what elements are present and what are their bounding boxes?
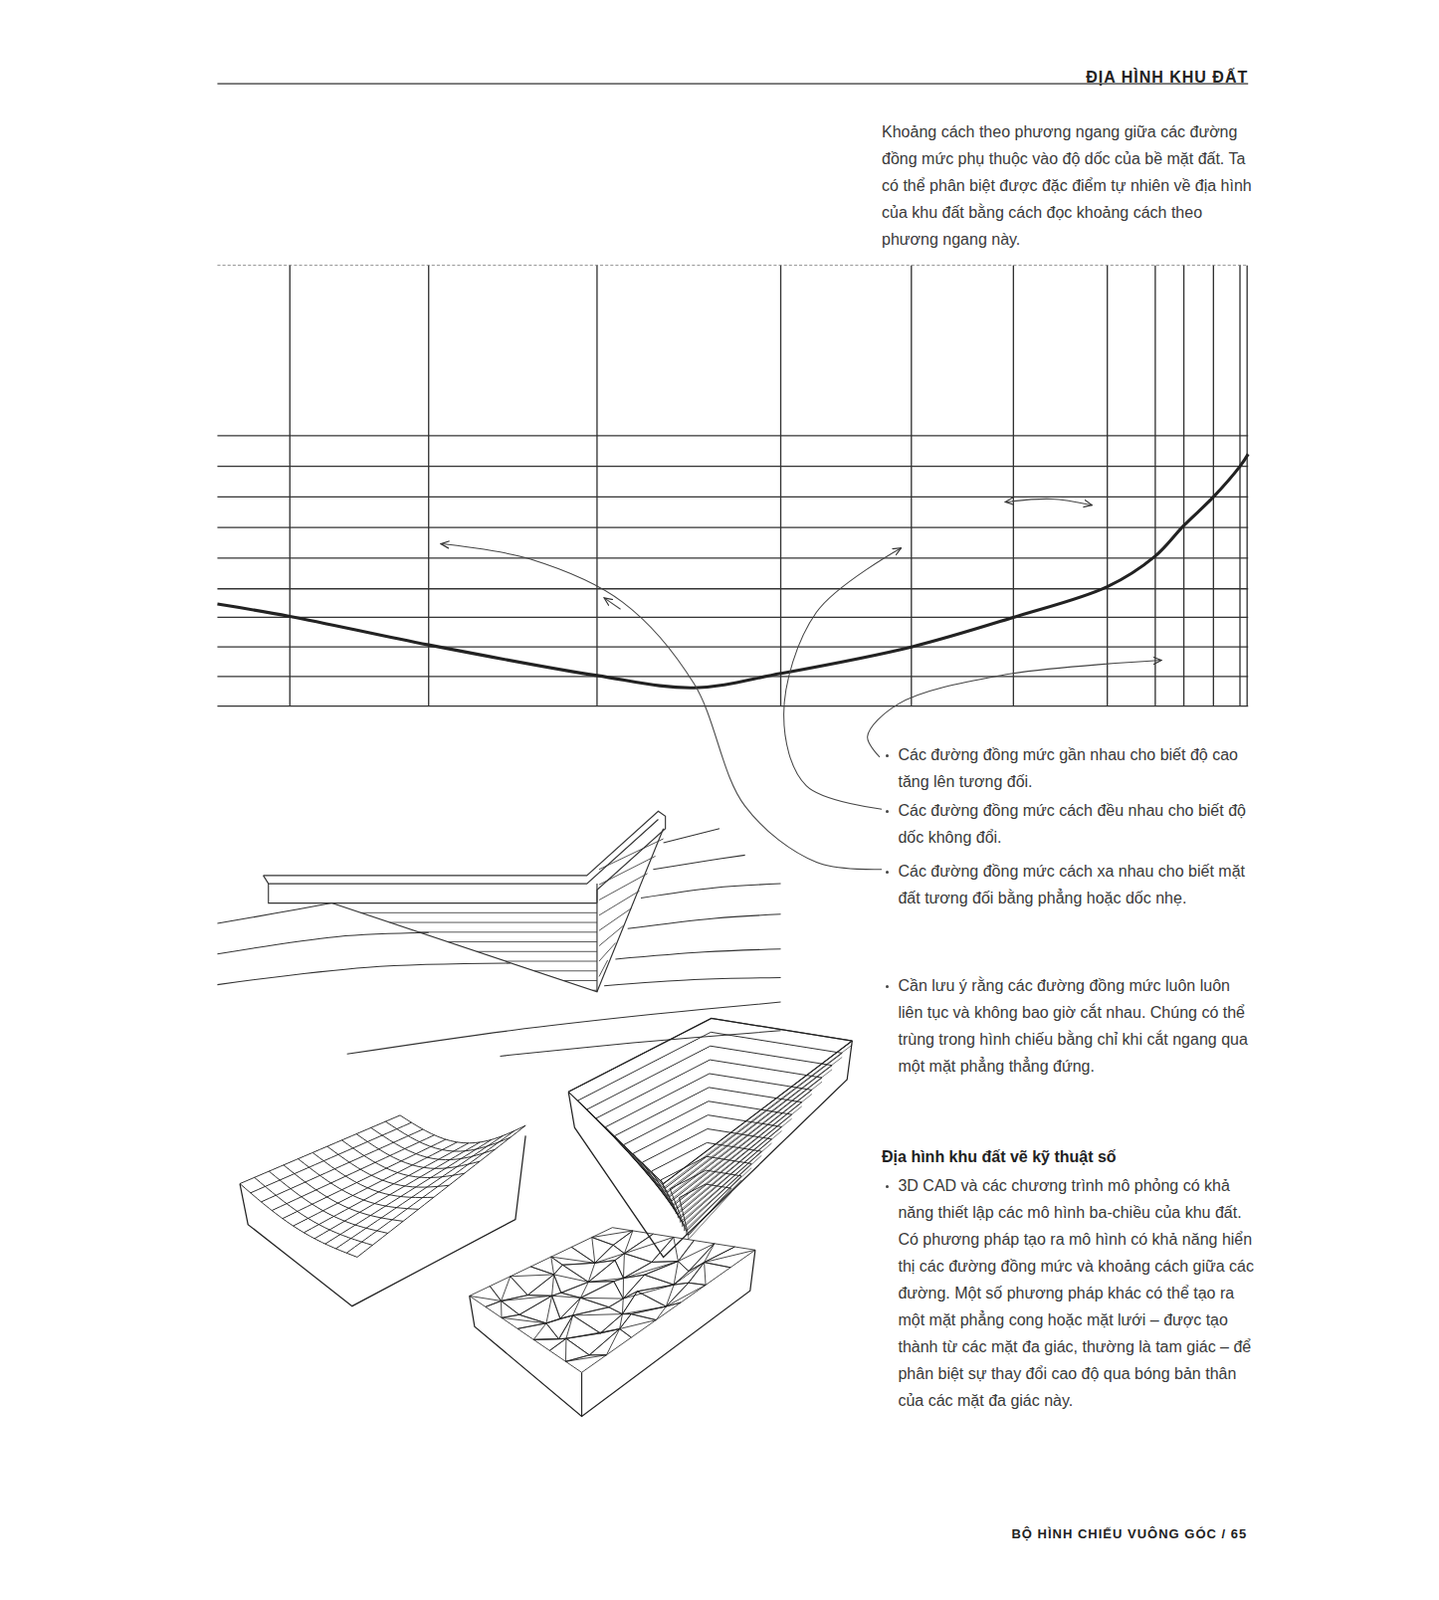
page-footer: BỘ HÌNH CHIẾU VUÔNG GÓC / 65 <box>1011 1520 1247 1548</box>
digital-terrain-models <box>239 1018 852 1417</box>
body-note: Các đường đồng mức cách xa nhau cho biết… <box>897 857 1255 912</box>
bullet-dot <box>885 810 889 814</box>
vertical-plane-sketch <box>216 811 781 1056</box>
body-note: Các đường đồng mức cách đều nhau cho biế… <box>897 797 1255 851</box>
bullet-dot <box>885 754 889 758</box>
body-note: Các đường đồng mức gần nhau cho biết độ … <box>897 741 1255 796</box>
bullet-dot <box>885 1185 889 1189</box>
bullet-dot <box>885 985 889 989</box>
contour-section <box>216 265 1248 707</box>
bullet-dot <box>885 870 889 874</box>
section-heading: Địa hình khu đất vẽ kỹ thuật số <box>881 1143 1254 1171</box>
body-note: Cần lưu ý rằng các đường đồng mức luôn l… <box>897 972 1255 1080</box>
running-header: ĐỊA HÌNH KHU ĐẤT <box>1085 63 1248 91</box>
body-note: 3D CAD và các chương trình mô phỏng có k… <box>897 1172 1255 1415</box>
body-note: Khoảng cách theo phương ngang giữa các đ… <box>881 118 1254 253</box>
